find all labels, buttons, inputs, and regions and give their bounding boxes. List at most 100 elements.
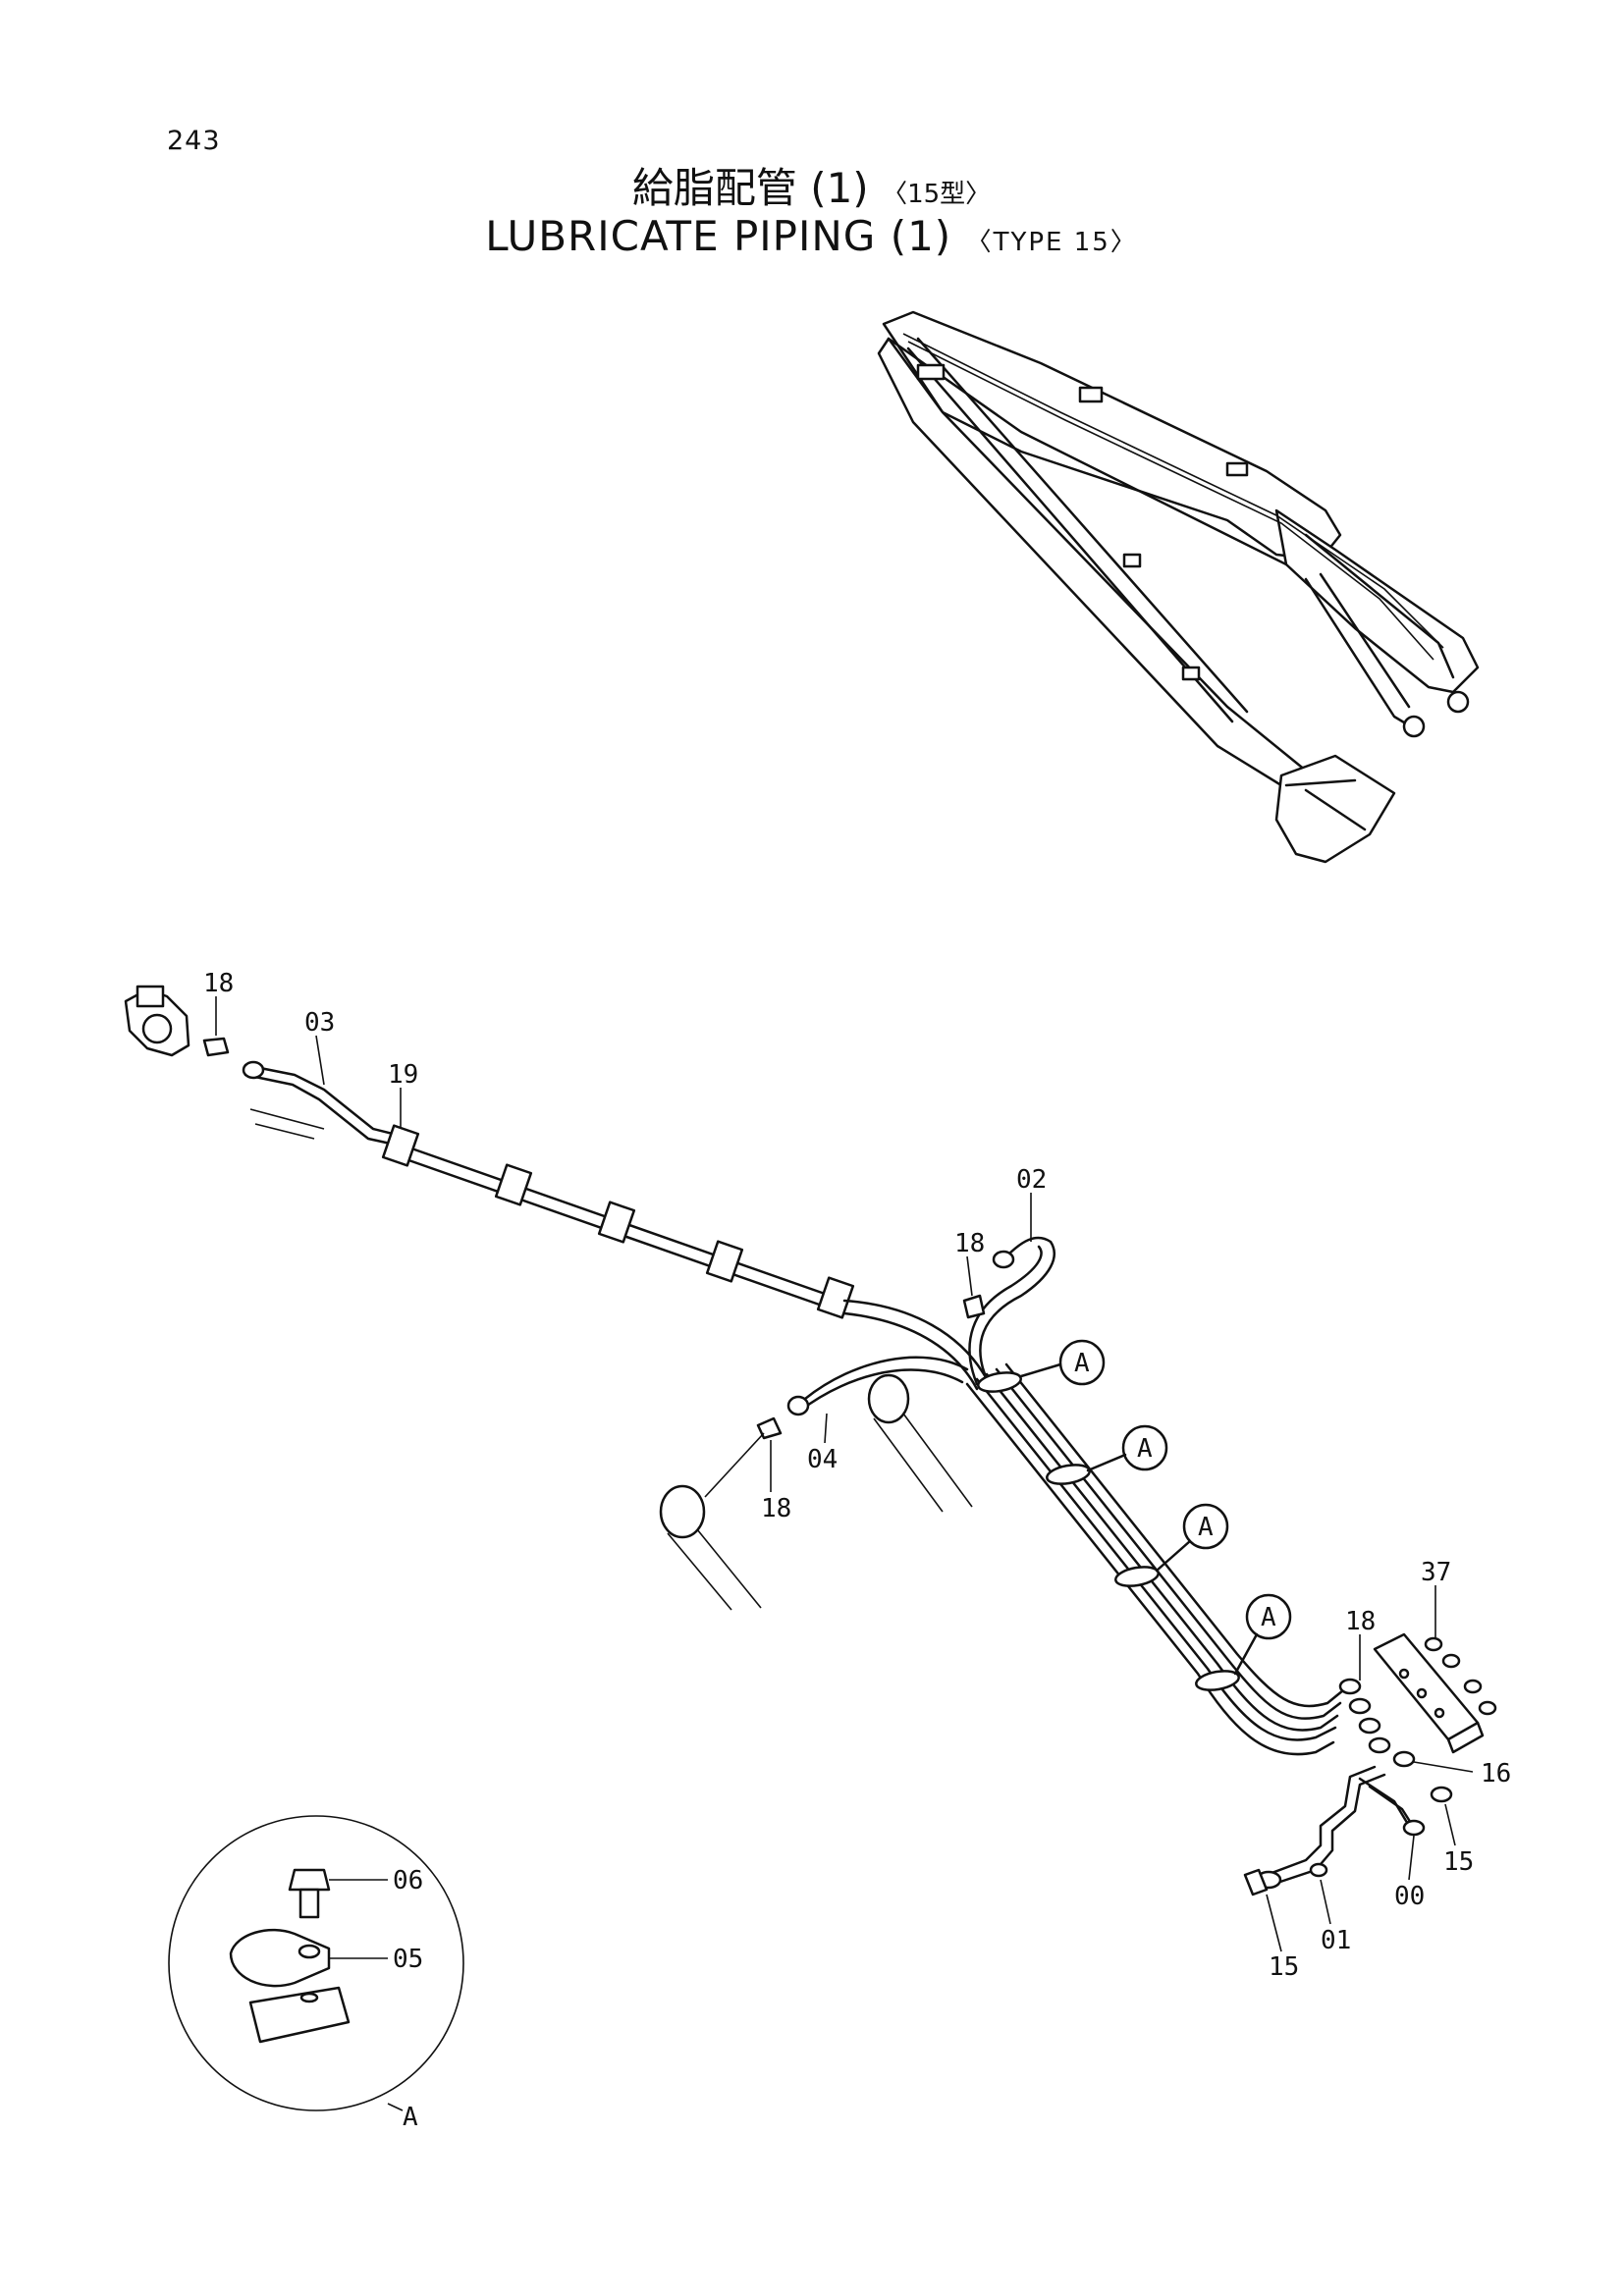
pipe-01-b bbox=[1270, 1773, 1386, 1887]
label-06: 06 bbox=[393, 1866, 423, 1896]
bolt-37-4 bbox=[1478, 1700, 1497, 1716]
label-15-right: 15 bbox=[1443, 1847, 1474, 1877]
pipe-01-joint bbox=[1309, 1862, 1328, 1878]
type-jp: 〈15型〉 bbox=[882, 180, 992, 209]
arm-clamp-4 bbox=[1181, 666, 1201, 681]
junction-curve-a bbox=[842, 1299, 989, 1381]
clamp-4 bbox=[705, 1240, 744, 1283]
callout-a-4 bbox=[1245, 1593, 1292, 1640]
fitting-18-top bbox=[202, 1037, 230, 1057]
part-labels: 18 03 19 02 18 04 18 37 18 16 15 00 01 1… bbox=[203, 969, 1511, 1982]
hose-03-b bbox=[243, 1073, 414, 1150]
boom-grease-line bbox=[902, 333, 1444, 649]
clamp-19 bbox=[381, 1124, 420, 1167]
arm-clamp-2 bbox=[1225, 461, 1249, 477]
hose-02 bbox=[979, 1236, 1055, 1381]
label-02: 02 bbox=[1016, 1165, 1047, 1195]
callout-a-3-text: A bbox=[1198, 1513, 1214, 1542]
label-18-mid: 18 bbox=[954, 1229, 985, 1258]
boom-arm-overview bbox=[877, 310, 1480, 864]
block-hole-3 bbox=[1434, 1707, 1445, 1719]
piping-assembly bbox=[124, 985, 1497, 1896]
leader-04 bbox=[824, 1413, 828, 1444]
callout-a-1 bbox=[1058, 1339, 1106, 1386]
mount-block-hole bbox=[299, 1992, 319, 2003]
callout-a-4-text: A bbox=[1261, 1603, 1276, 1632]
bucket-link bbox=[1284, 778, 1357, 787]
leader-fitting bbox=[704, 1432, 765, 1498]
leader-18-mid bbox=[966, 1255, 973, 1297]
cylinder-end-cap bbox=[135, 985, 165, 1008]
grease-block-side bbox=[1446, 1721, 1485, 1754]
hose-02-b bbox=[968, 1245, 1043, 1386]
label-05: 05 bbox=[393, 1945, 423, 1974]
callout-a-1-text: A bbox=[1074, 1349, 1090, 1378]
title-japanese: 給脂配管 (1) 〈15型〉 bbox=[0, 155, 1623, 215]
detail-view-a: 06 05 A bbox=[168, 1815, 464, 2132]
type-en: 〈TYPE 15〉 bbox=[965, 228, 1138, 257]
label-18-block: 18 bbox=[1345, 1607, 1376, 1636]
hose-04-b bbox=[798, 1368, 964, 1413]
block-hole-2 bbox=[1416, 1687, 1428, 1699]
hose-04 bbox=[803, 1356, 969, 1401]
guide-line-1 bbox=[249, 1108, 325, 1130]
label-00: 00 bbox=[1394, 1882, 1425, 1911]
fitting-18-mid bbox=[962, 1294, 986, 1319]
label-01: 01 bbox=[1321, 1926, 1351, 1955]
hose-04-fitting bbox=[786, 1395, 810, 1416]
pipe-00-fitting bbox=[1402, 1819, 1426, 1837]
pivot-mid-line-1 bbox=[873, 1417, 944, 1513]
detail-circle bbox=[168, 1815, 464, 2111]
title-en-text: LUBRICATE PIPING (1) bbox=[485, 212, 952, 260]
hose-02-fitting bbox=[992, 1250, 1015, 1269]
pivot-low-line-1 bbox=[667, 1532, 732, 1611]
callout-a-1-pointer bbox=[1019, 1362, 1062, 1378]
label-18-top: 18 bbox=[203, 969, 234, 998]
label-18-low: 18 bbox=[761, 1494, 791, 1523]
leader-16 bbox=[1413, 1761, 1474, 1773]
callout-a-3 bbox=[1182, 1503, 1229, 1550]
pivot-mid bbox=[867, 1373, 910, 1424]
clamp-05 bbox=[229, 1928, 331, 1988]
bolt-37-2 bbox=[1441, 1653, 1461, 1669]
boom-pin-1 bbox=[1402, 715, 1426, 738]
pivot-low-line-2 bbox=[696, 1528, 762, 1609]
bolt-06-shank bbox=[298, 1888, 320, 1919]
grease-block bbox=[1373, 1632, 1480, 1741]
pipe-01 bbox=[1265, 1765, 1377, 1877]
arm-clamp-3 bbox=[1122, 553, 1142, 568]
callout-a-2 bbox=[1121, 1424, 1168, 1471]
bolt-06-head bbox=[288, 1868, 331, 1892]
pivot-mid-line-2 bbox=[902, 1413, 973, 1508]
fitting-15-right bbox=[1430, 1786, 1453, 1803]
callouts: A A A A bbox=[1019, 1339, 1292, 1676]
bundle-pipe-2 bbox=[985, 1372, 1339, 1732]
hose-03-fitting bbox=[242, 1060, 265, 1080]
detail-view-label: A bbox=[403, 2103, 418, 2132]
arm-line-2 bbox=[916, 337, 1249, 714]
label-37: 37 bbox=[1421, 1558, 1451, 1587]
boom-edge bbox=[887, 337, 1308, 576]
leader-01 bbox=[1320, 1879, 1331, 1925]
pipe-00 bbox=[1358, 1777, 1411, 1828]
label-16: 16 bbox=[1481, 1759, 1511, 1789]
boom-grease-line-2 bbox=[907, 341, 1434, 661]
label-15-bottom: 15 bbox=[1269, 1952, 1299, 1982]
page-number: 243 bbox=[167, 126, 221, 156]
fitting-block-2 bbox=[1348, 1697, 1372, 1715]
guide-line-2 bbox=[254, 1123, 315, 1140]
boom-cylinder-2 bbox=[1319, 572, 1411, 709]
boom-pin-2 bbox=[1446, 690, 1470, 714]
title-jp-text: 給脂配管 (1) bbox=[631, 164, 869, 212]
bundle-clamp-4 bbox=[1195, 1670, 1240, 1691]
bundle-clamp-1 bbox=[977, 1371, 1022, 1393]
bundle-clamp-3 bbox=[1114, 1566, 1160, 1587]
clamp-3 bbox=[597, 1201, 636, 1244]
leader-00 bbox=[1408, 1835, 1415, 1881]
detail-view-leader bbox=[387, 2103, 404, 2111]
bucket-edge bbox=[1304, 788, 1367, 831]
clamp-05-hole bbox=[298, 1944, 321, 1959]
title-english: LUBRICATE PIPING (1) 〈TYPE 15〉 bbox=[0, 212, 1623, 260]
bolt-37-3 bbox=[1463, 1679, 1483, 1694]
